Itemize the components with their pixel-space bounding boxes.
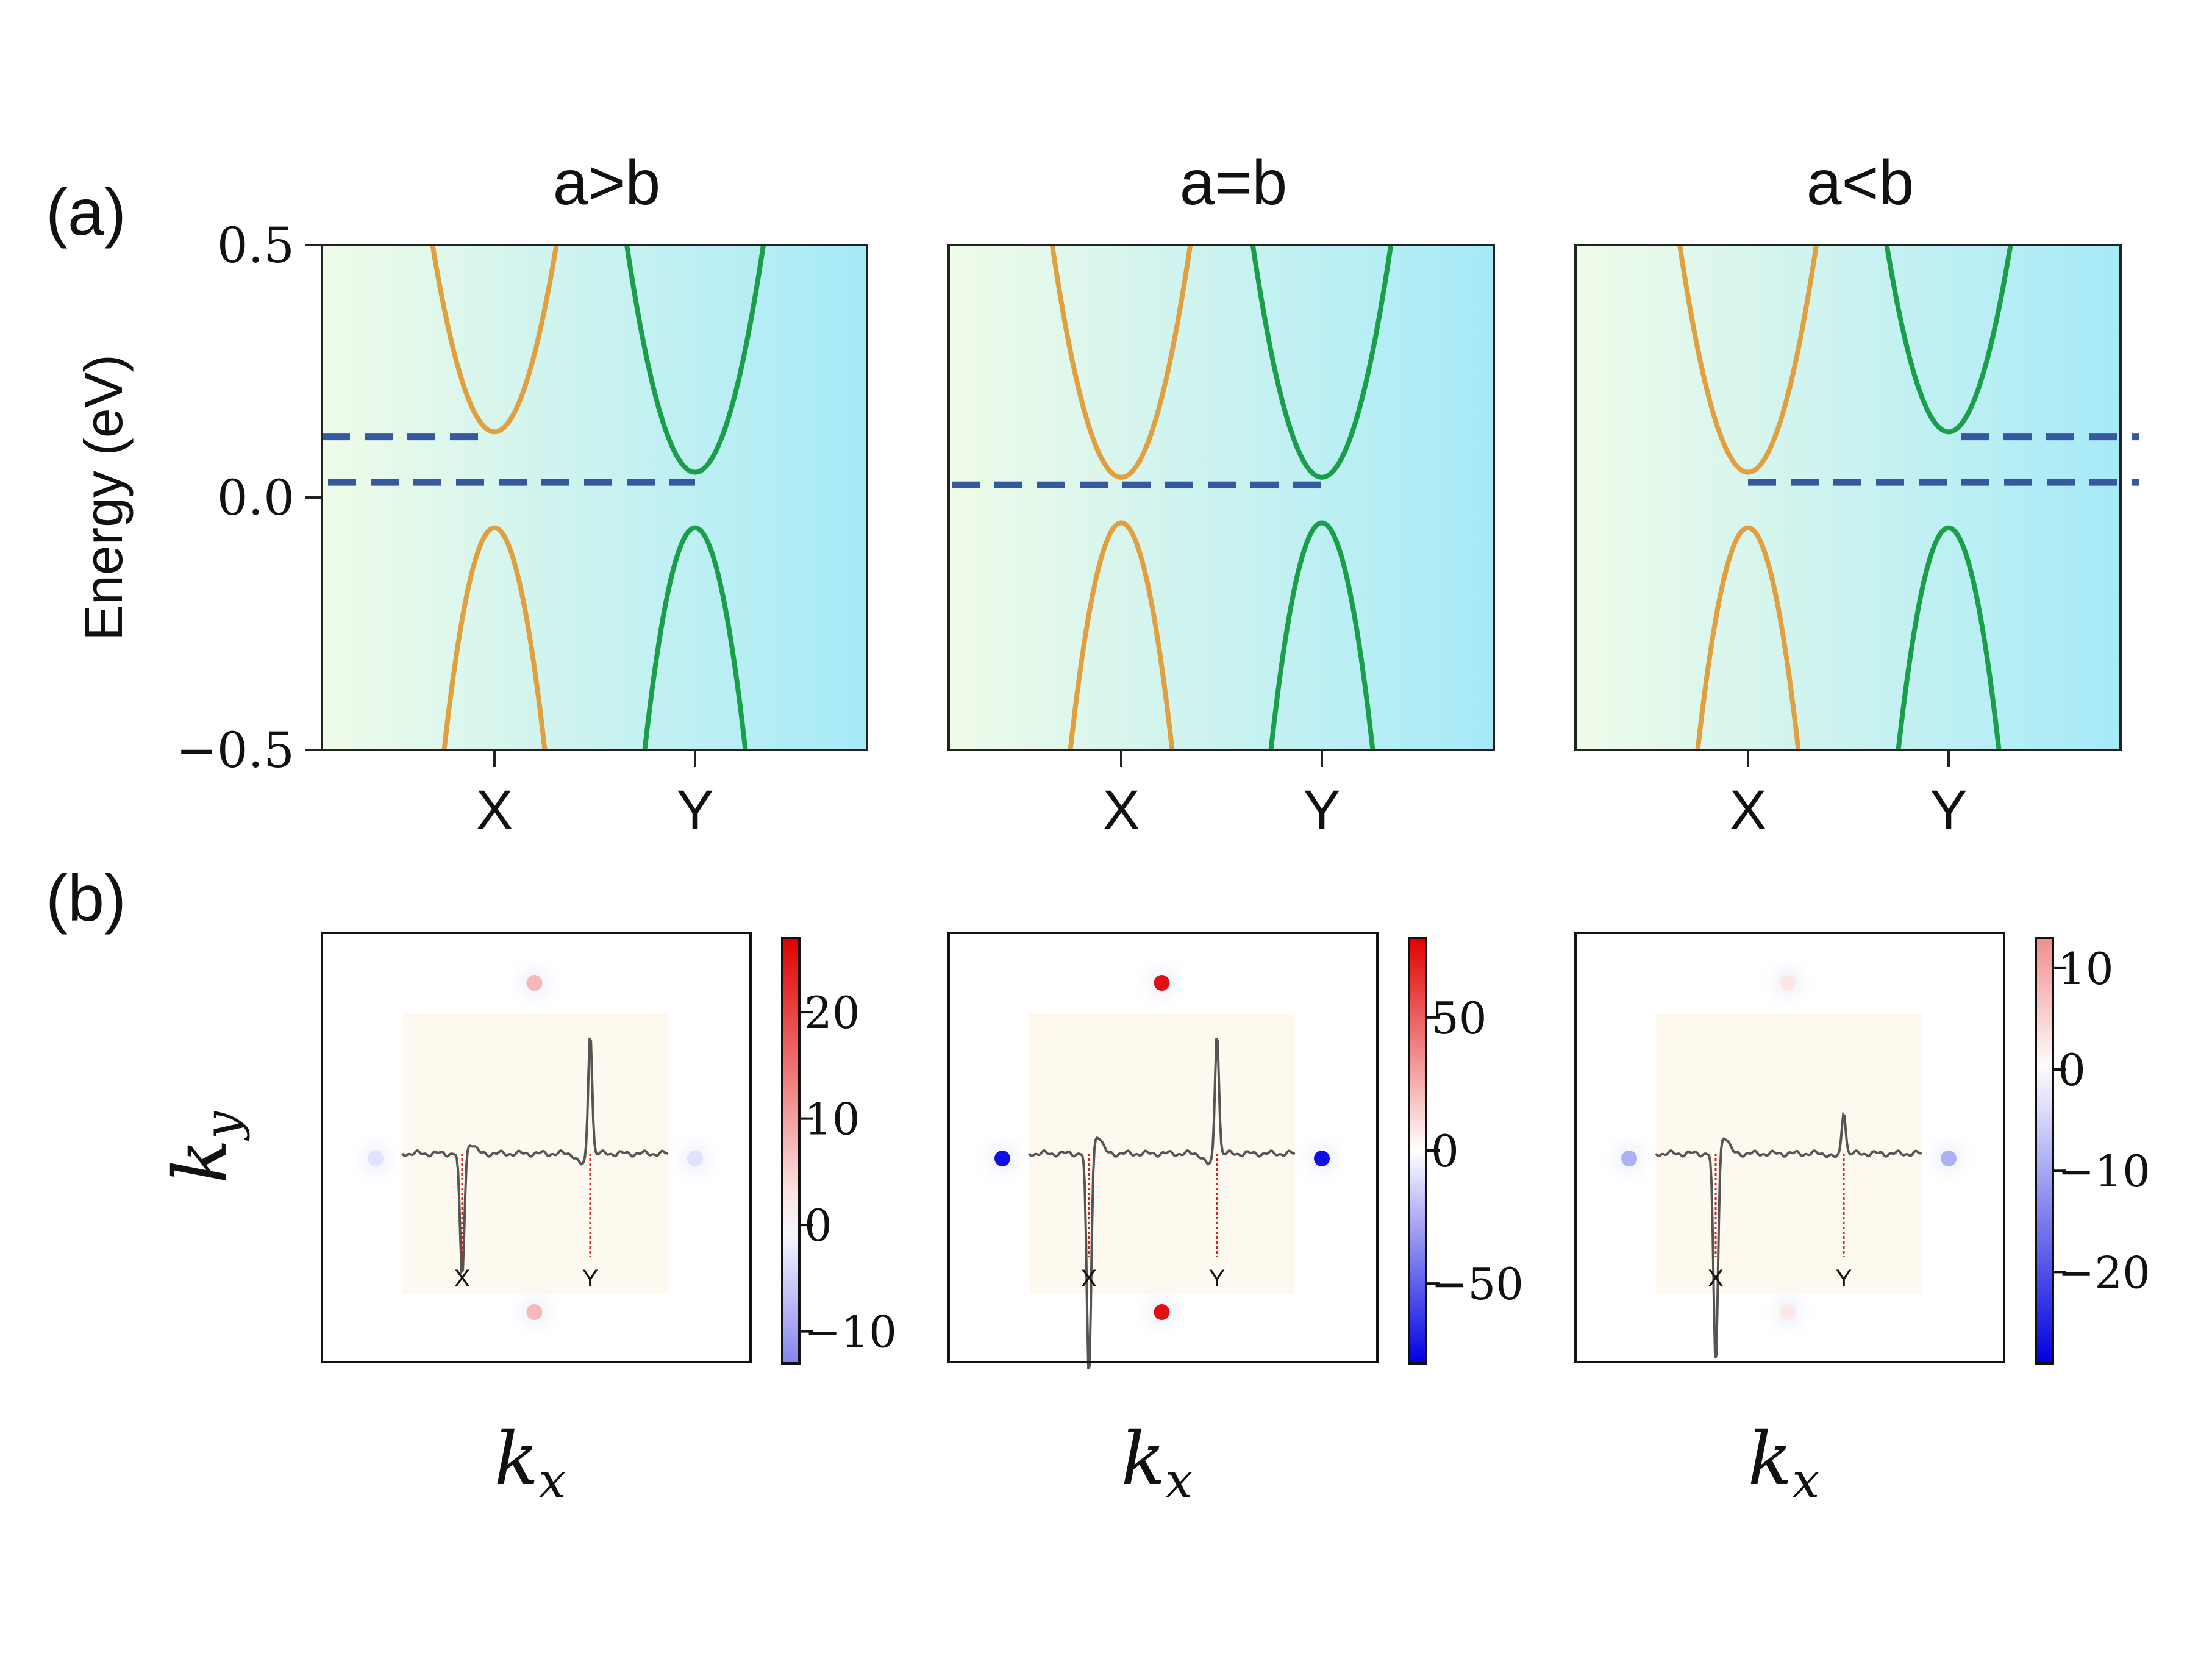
conduction-band-x — [430, 245, 559, 435]
map-frame — [947, 932, 1379, 1363]
map-frame — [321, 932, 752, 1363]
curvature-spot-bottom — [1154, 1304, 1170, 1320]
inset-label-X: X — [454, 1265, 471, 1292]
band-structure-panels: a>bX Y 0.5 0.0 −0.5 Energy (eV) a=bX Ya<bX Y — [73, 148, 2139, 841]
conduction-band-y — [1884, 245, 2013, 435]
colorbar-tick-label: 0 — [1431, 1126, 1459, 1177]
curvature-spot-left — [1621, 1151, 1637, 1166]
curvature-spot-top — [1154, 975, 1170, 991]
inset-label-X: X — [1708, 1265, 1724, 1292]
inset-label-Y: Y — [582, 1265, 599, 1292]
valence-band-y — [1268, 520, 1375, 750]
panel-label-b: (b) — [46, 861, 126, 935]
valence-band-y — [642, 525, 748, 750]
colorbar-tick-label: 0 — [804, 1200, 832, 1251]
y-tick-label: −0.5 — [176, 722, 294, 779]
x-tick-label-X: X — [1729, 779, 1766, 841]
inset-label-Y: Y — [1836, 1265, 1852, 1292]
colorbar-tick-label: 20 — [804, 987, 860, 1038]
conduction-band-y — [1250, 245, 1394, 480]
curvature-spot-top — [1780, 975, 1796, 991]
conduction-band-x — [1677, 245, 1819, 475]
curvature-spot-top — [526, 975, 543, 991]
colorbar-tick-label: 50 — [1431, 993, 1487, 1044]
x-tick-label-X: X — [476, 779, 513, 841]
conduction-band-y — [624, 245, 766, 475]
band-panel-title: a<b — [1807, 148, 1914, 218]
inset-label-X: X — [1081, 1265, 1097, 1292]
colorbar-tick-label: 10 — [804, 1094, 860, 1145]
curvature-spot-bottom — [1780, 1304, 1796, 1320]
inset-trace — [1655, 1111, 1922, 1359]
colorbar-tick-label: −50 — [1431, 1258, 1524, 1310]
curvature-spot-bottom — [526, 1304, 543, 1320]
y-tick-label: 0.0 — [217, 469, 294, 526]
band-panel-frame — [947, 244, 1495, 751]
colorbar-fill — [1409, 938, 1426, 1363]
colorbar-tick-label: 0 — [2058, 1044, 2086, 1096]
y-tick-label: 0.5 — [217, 217, 294, 274]
inset-trace — [1028, 1037, 1296, 1370]
y-axis-label: Energy (eV) — [73, 354, 134, 641]
ky-axis-label: ky — [159, 1110, 251, 1183]
colorbar-tick-label: −10 — [804, 1307, 897, 1358]
colorbar-tick-label: −20 — [2058, 1247, 2150, 1298]
valence-band-x — [1068, 520, 1175, 750]
inset-trace — [401, 1037, 669, 1275]
kx-axis-label: kx — [1121, 1417, 1193, 1509]
map-frame — [1574, 932, 2005, 1363]
colorbar-frame — [2035, 937, 2054, 1365]
curvature-spot-left — [368, 1151, 384, 1166]
panel-label-a: (a) — [46, 175, 126, 249]
band-panel-background — [1575, 245, 2121, 750]
colorbar-fill — [782, 938, 799, 1363]
x-tick-label-Y: Y — [1303, 779, 1340, 841]
band-panel-background — [322, 245, 867, 750]
band-panel-background — [949, 245, 1494, 750]
curvature-spot-left — [994, 1151, 1010, 1166]
colorbar-tick-label: −10 — [2058, 1146, 2150, 1197]
band-panel-2: a=bX Y — [947, 148, 1495, 841]
band-panel-title: a>b — [553, 148, 660, 218]
curvature-spot-right — [687, 1151, 703, 1166]
kx-axis-label: kx — [494, 1417, 566, 1509]
curvature-map-2: X Ykx 50 0 −50 — [947, 932, 1524, 1509]
valence-band-y — [1896, 525, 2002, 750]
kx-axis-label: kx — [1748, 1417, 1820, 1509]
band-panel-title: a=b — [1180, 148, 1287, 218]
band-panel-3: a<bX Y — [1574, 148, 2139, 841]
colorbar-tick-label: 10 — [2058, 943, 2114, 994]
inset-label-Y: Y — [1209, 1265, 1226, 1292]
colorbar-fill — [2036, 938, 2053, 1363]
curvature-spot-right — [1941, 1151, 1957, 1166]
colorbar-frame — [781, 937, 801, 1365]
x-tick-label-Y: Y — [676, 779, 713, 841]
valence-band-x — [441, 525, 548, 750]
conduction-band-x — [1049, 245, 1193, 480]
valence-band-x — [1695, 525, 1801, 750]
curvature-map-1: X Ykx ky 20 10 0 −10 — [159, 932, 897, 1509]
band-panel-frame — [1574, 244, 2122, 751]
band-panel-1: a>bX Y 0.5 0.0 −0.5 Energy (eV) — [73, 148, 868, 841]
x-tick-label-X: X — [1102, 779, 1140, 841]
curvature-map-3: X Ykx 10 0 −10 −20 — [1574, 932, 2150, 1509]
x-tick-label-Y: Y — [1930, 779, 1967, 841]
curvature-spot-right — [1314, 1151, 1330, 1166]
